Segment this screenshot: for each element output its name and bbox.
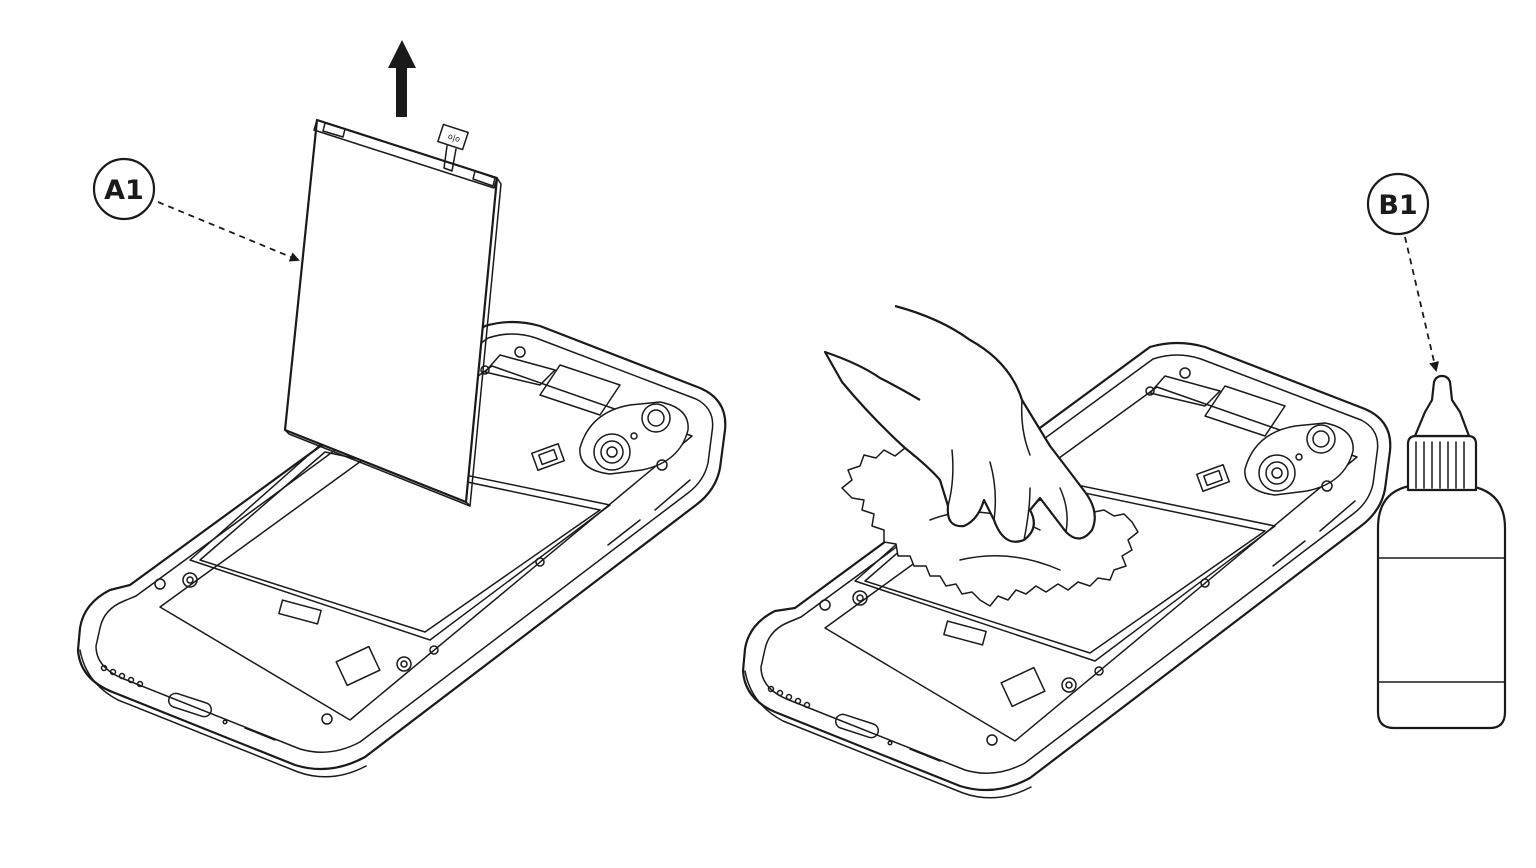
up-arrow-icon	[388, 40, 416, 117]
callout-b1-label: B1	[1378, 190, 1417, 221]
dashed-arrow-icon	[157, 201, 300, 262]
dashed-arrow-icon	[1404, 236, 1440, 372]
hand	[823, 304, 1096, 543]
phone-frame-left	[76, 320, 727, 778]
svg-text:o|o: o|o	[447, 132, 462, 144]
callout-a1-label: A1	[104, 175, 144, 206]
solvent-bottle	[1376, 374, 1507, 730]
battery-pack: o|o	[283, 118, 502, 507]
callout-b1: B1	[1366, 172, 1430, 236]
callout-a1: A1	[92, 157, 156, 221]
